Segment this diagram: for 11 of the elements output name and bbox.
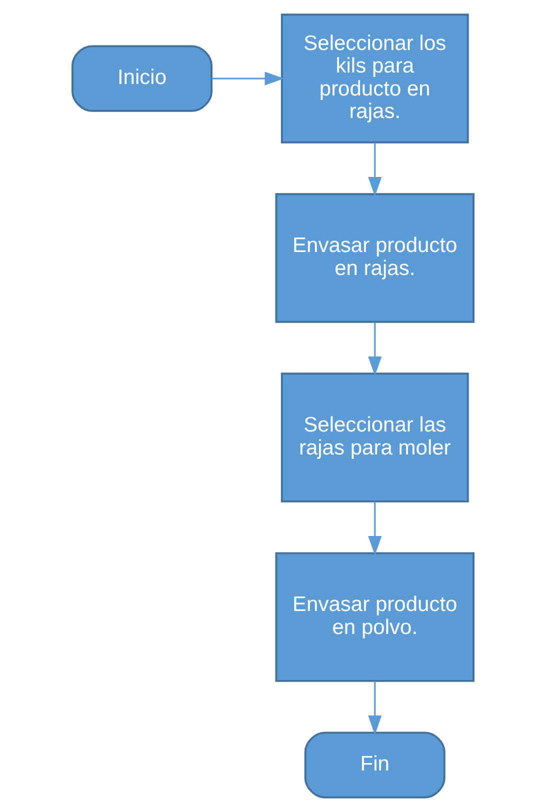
arrow <box>368 502 382 556</box>
arrow <box>368 322 382 376</box>
node-box: Seleccionar los kils para producto en rajas. <box>280 14 468 144</box>
arrow <box>211 72 284 86</box>
arrow <box>368 142 382 196</box>
node-box: Envasar producto en polvo. <box>274 552 474 682</box>
node-box: Fin <box>304 732 445 798</box>
node-box: Envasar producto en rajas. <box>274 193 474 323</box>
arrow <box>368 681 382 735</box>
node-box: Inicio <box>71 45 212 112</box>
node-box: Seleccionar las rajas para moler <box>280 372 468 502</box>
